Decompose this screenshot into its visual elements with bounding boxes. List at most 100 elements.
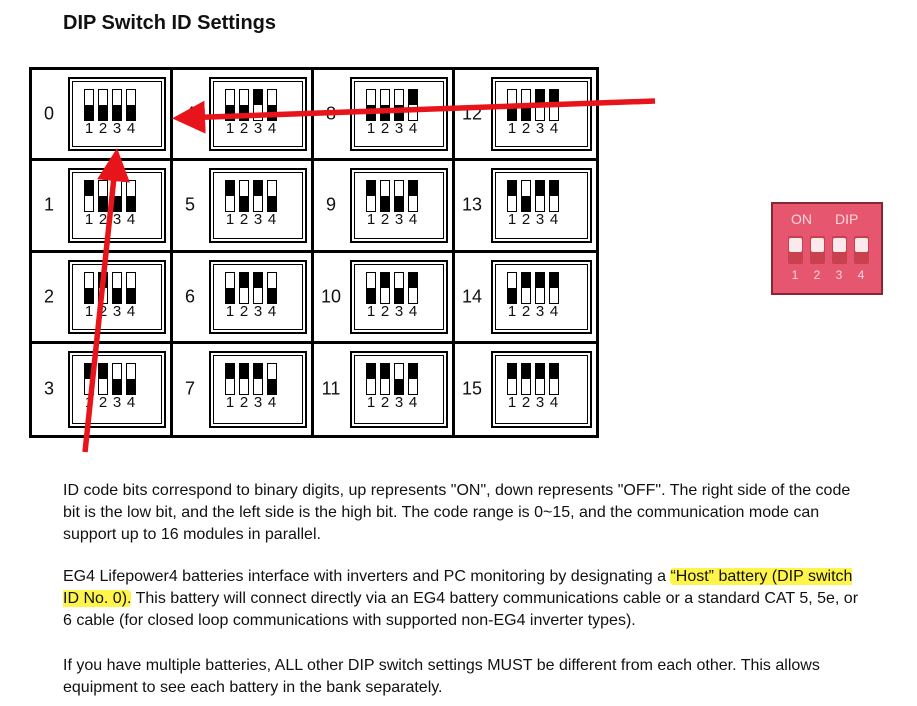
- dip-bit-label: 1: [225, 120, 235, 137]
- dip-lever: [549, 271, 559, 304]
- dip-bit-label: 2: [521, 393, 531, 411]
- dip-lever: [408, 362, 418, 395]
- dip-lever: [366, 89, 376, 121]
- dip-lever: [98, 180, 108, 213]
- dip-lever: [126, 180, 136, 213]
- dip-bit-label: 2: [380, 393, 390, 411]
- dip-id-number: 14: [461, 286, 483, 307]
- dip-id-number: 11: [321, 378, 341, 399]
- dip-id-number: 9: [325, 194, 336, 215]
- dip-bit-label: 4: [126, 211, 136, 229]
- dip-lever: [239, 89, 249, 121]
- dip-lever: [507, 89, 517, 121]
- dip-id-number: 13: [461, 194, 483, 215]
- dip-bit-label: 4: [126, 302, 136, 320]
- dip-bit-label: 1: [507, 393, 517, 411]
- page-title: DIP Switch ID Settings: [63, 12, 276, 34]
- dip-id-number: 5: [184, 194, 195, 215]
- dip-bit-label: 4: [408, 302, 418, 320]
- dip-lever: [535, 180, 545, 213]
- dip-bit-label: 3: [535, 393, 545, 411]
- dip-id-number: 1: [43, 194, 54, 215]
- dip-lever: [225, 271, 235, 304]
- dip-lever: [549, 180, 559, 213]
- dip-bit-label: 3: [535, 120, 545, 137]
- dip-lever: [521, 362, 531, 395]
- dip-lever: [549, 89, 559, 121]
- dip-lever: [126, 271, 136, 304]
- dip-bit-label: 4: [549, 211, 559, 229]
- dip-lever: [549, 362, 559, 395]
- dip-bit-label: 3: [112, 120, 122, 137]
- dip-bit-label: 2: [239, 120, 249, 137]
- dip-bit-label: 3: [112, 211, 122, 229]
- dip-bit-label: 1: [84, 120, 94, 137]
- dip-lever: [98, 362, 108, 395]
- dip-bit-label: 3: [112, 302, 122, 320]
- dip-lever: [408, 180, 418, 213]
- dip-bit-label: 2: [98, 211, 108, 229]
- dip-lever: [112, 180, 122, 213]
- dip-bit-label: 3: [253, 302, 263, 320]
- dip-lever: [535, 89, 545, 121]
- dip-lever: [84, 180, 94, 213]
- dip-lever: [112, 362, 122, 395]
- dip-bit-label: 4: [549, 302, 559, 320]
- dip-switch-photo: ON DIP 1 2 3 4: [771, 202, 883, 295]
- dip-bit-label: 3: [112, 393, 122, 411]
- dip-id-number: 12: [461, 103, 483, 124]
- dip-lever: [380, 362, 390, 395]
- dip-bit-label: 2: [521, 120, 531, 137]
- dip-bit-label: 3: [535, 302, 545, 320]
- dip-lever: [267, 362, 277, 395]
- photo-number: 3: [835, 268, 843, 282]
- dip-lever: [394, 89, 404, 121]
- dip-lever: [98, 89, 108, 121]
- dip-bit-label: 1: [507, 211, 517, 229]
- dip-id-number: 15: [461, 378, 483, 399]
- dip-bit-label: 2: [239, 302, 249, 320]
- dip-bit-label: 3: [253, 211, 263, 229]
- dip-lever: [521, 180, 531, 213]
- dip-lever: [126, 362, 136, 395]
- dip-bit-label: 2: [239, 211, 249, 229]
- dip-bit-label: 4: [126, 120, 136, 137]
- dip-bit-label: 4: [267, 393, 277, 411]
- dip-bit-label: 1: [84, 211, 94, 229]
- dip-lever: [112, 89, 122, 121]
- dip-lever: [126, 89, 136, 121]
- paragraph-id-bits: ID code bits correspond to binary digits…: [63, 482, 851, 543]
- dip-id-number: 0: [43, 103, 54, 124]
- dip-bit-label: 1: [366, 211, 376, 229]
- dip-bit-label: 2: [521, 211, 531, 229]
- dip-bit-label: 2: [380, 211, 390, 229]
- dip-lever: [225, 180, 235, 213]
- dip-bit-label: 2: [98, 120, 108, 137]
- paragraph-host-text-rest: This battery will connect directly via a…: [63, 590, 859, 629]
- dip-lever: [394, 271, 404, 304]
- dip-lever: [84, 362, 94, 395]
- dip-id-number: 3: [43, 378, 54, 399]
- dip-lever: [394, 180, 404, 213]
- dip-bit-label: 3: [394, 211, 404, 229]
- dip-lever: [535, 362, 545, 395]
- dip-id-number: 6: [184, 286, 195, 307]
- dip-bit-label: 1: [507, 120, 517, 137]
- dip-id-number: 2: [43, 286, 54, 307]
